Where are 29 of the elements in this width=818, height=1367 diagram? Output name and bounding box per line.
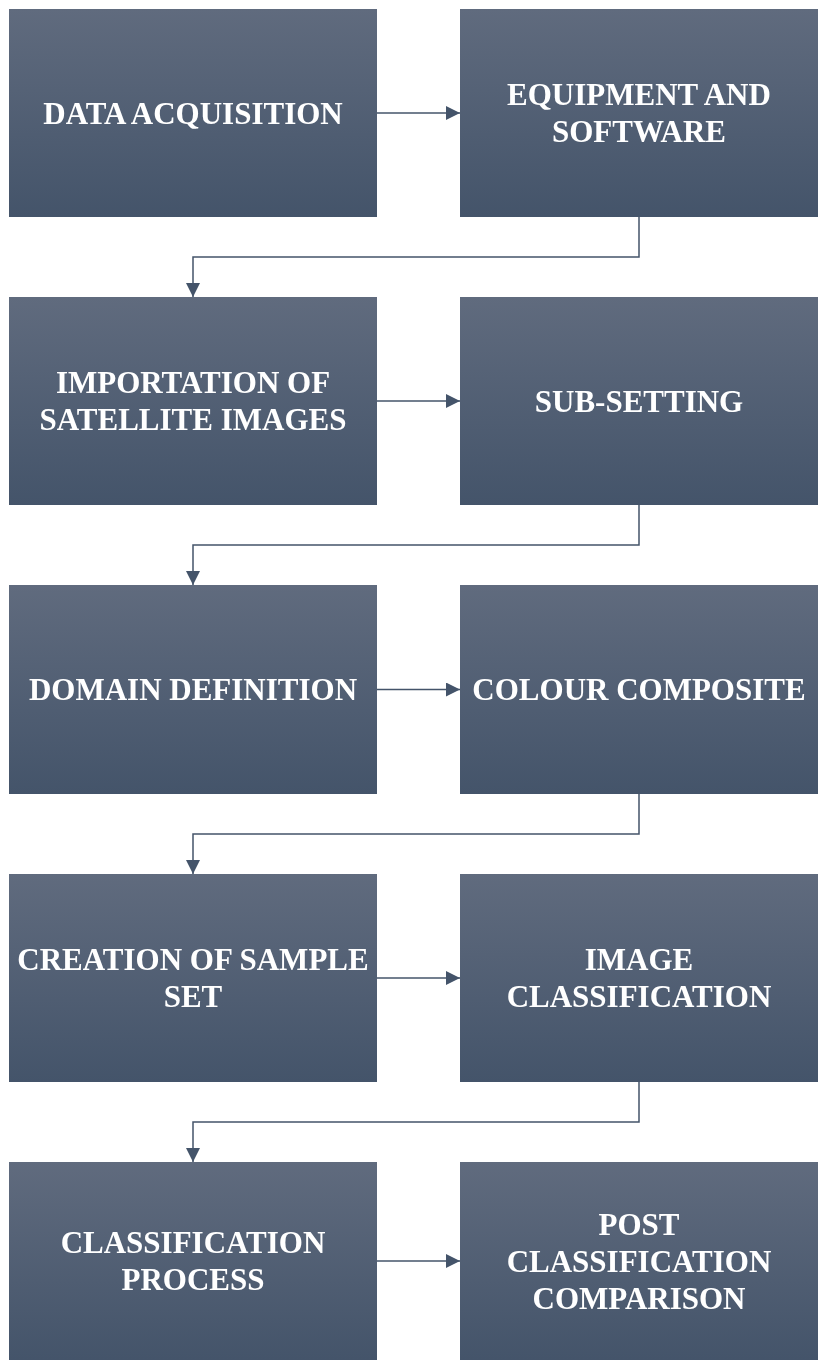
arrow: [186, 793, 640, 875]
arrow: [186, 216, 640, 298]
process-box: [9, 874, 377, 1082]
box-label: DOMAIN DEFINITION: [28, 671, 358, 708]
process-box: [9, 585, 377, 794]
process-box: [460, 1162, 818, 1360]
process-box: [9, 9, 377, 217]
arrow: [186, 504, 640, 586]
arrow: [376, 1254, 461, 1268]
process-box: [460, 585, 818, 794]
box-label: IMAGE CLASSIFICATION: [505, 941, 773, 1015]
process-box: [460, 9, 818, 217]
process-box: [460, 874, 818, 1082]
process-box: [460, 297, 818, 505]
arrow: [376, 971, 461, 985]
arrow: [186, 1081, 640, 1163]
arrow: [376, 394, 461, 408]
arrow: [376, 682, 461, 697]
box-label: CLASSIFICATION PROCESS: [59, 1224, 327, 1298]
box-label: POST CLASSIFICATION COMPARISON: [505, 1205, 773, 1317]
process-box: [9, 297, 377, 505]
box-label: DATA ACQUISITION: [43, 94, 343, 132]
process-box: [9, 1162, 377, 1360]
box-label: IMPORTATION OF SATELLITE IMAGES: [38, 364, 348, 438]
box-label: SUB-SETTING: [534, 382, 744, 420]
arrow: [376, 106, 461, 120]
box-label: COLOUR COMPOSITE: [472, 671, 806, 708]
box-label: EQUIPMENT AND SOFTWARE: [506, 76, 772, 150]
box-label: CREATION OF SAMPLE SET: [17, 941, 369, 1015]
